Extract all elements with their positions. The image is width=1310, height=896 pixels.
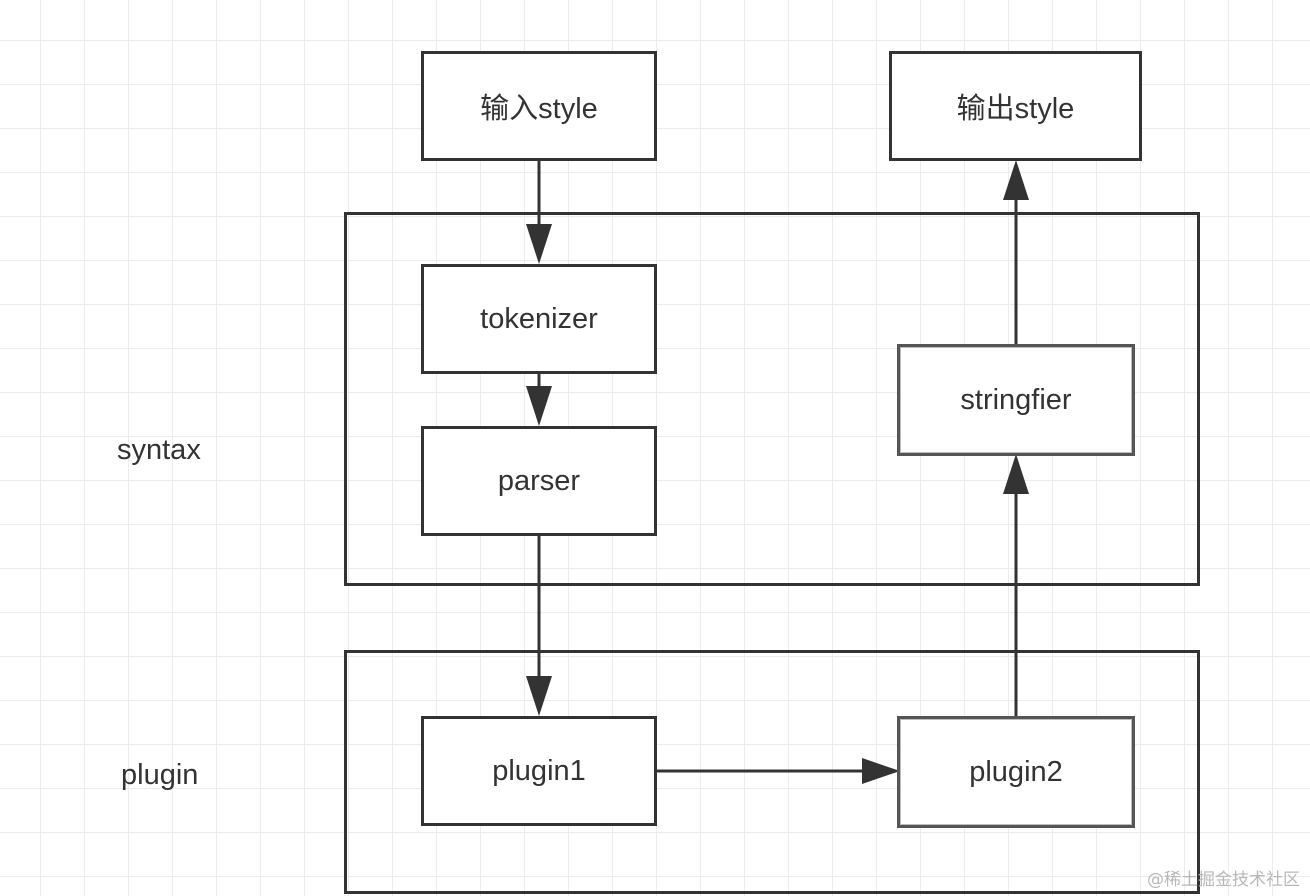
arrowhead-parser [526,386,552,426]
arrowhead-tokenizer [526,224,552,264]
arrowhead-plugin2 [862,758,900,784]
plugin-lane-label: plugin [121,759,199,791]
arrowhead-stringifier [1003,454,1029,494]
tokenizer-node: tokenizer [421,264,657,374]
plugin2-node: plugin2 [897,716,1135,828]
watermark: @稀土掘金技术社区 [1147,870,1300,890]
output-style-node: 输出style [889,51,1142,161]
arrowhead-plugin1 [526,676,552,716]
plugin-group [344,650,1200,894]
parser-node: parser [421,426,657,536]
arrowhead-output [1003,160,1029,200]
syntax-group [344,212,1200,586]
stringifier-node: stringfier [897,344,1135,456]
input-style-node: 输入style [421,51,657,161]
plugin1-node: plugin1 [421,716,657,826]
syntax-lane-label: syntax [117,434,201,466]
